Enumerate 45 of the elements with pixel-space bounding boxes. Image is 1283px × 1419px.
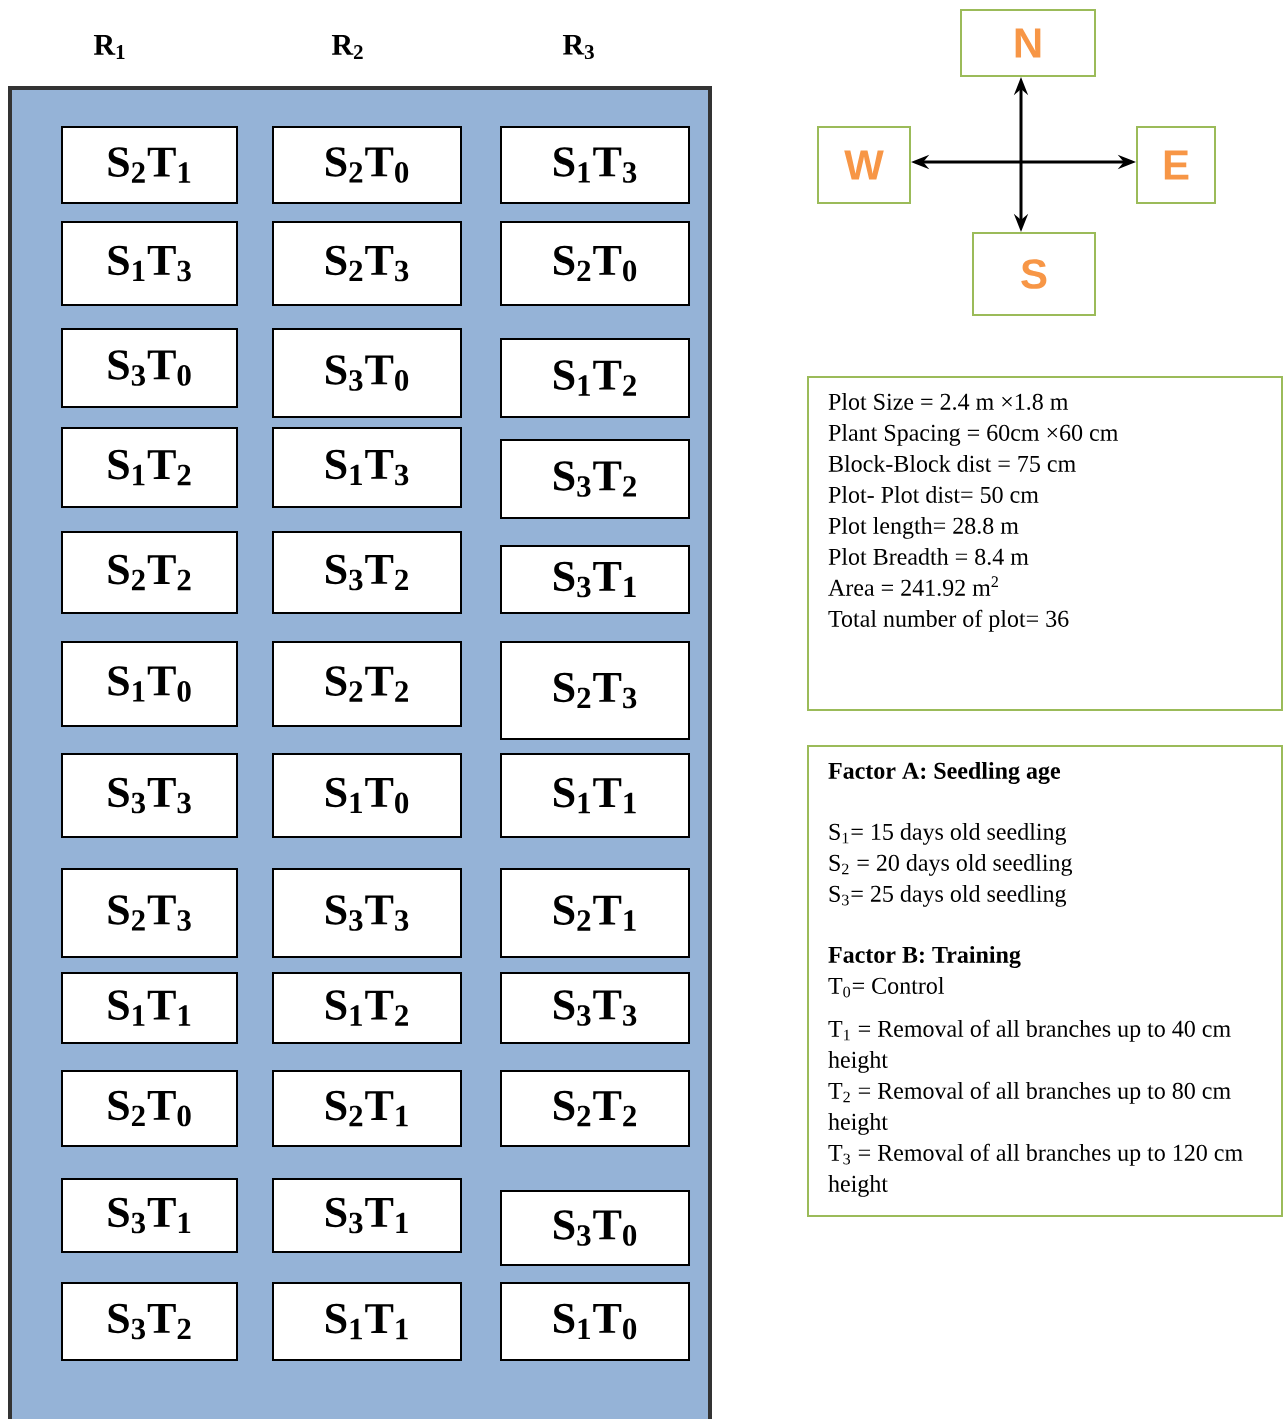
direction-box: S: [972, 232, 1096, 316]
plot-box: S$_{3}$T$_{1}$: [272, 1178, 462, 1253]
plot-box: S$_{1}$T$_{1}$: [500, 753, 690, 838]
plot-box: S$_{2}$T$_{1}$: [500, 868, 690, 958]
plot-box: S$_{2}$T$_{3}$: [272, 221, 462, 306]
direction-box: W: [817, 126, 911, 204]
plot-box: S$_{3}$T$_{2}$: [500, 439, 690, 519]
plot-box: S$_{2}$T$_{3}$: [500, 641, 690, 740]
plot-box: S$_{3}$T$_{1}$: [61, 1178, 238, 1253]
plot-box: S$_{3}$T$_{2}$: [272, 531, 462, 614]
plot-box: S$_{3}$T$_{0}$: [61, 328, 238, 408]
plot-box: S$_{2}$T$_{0}$: [272, 126, 462, 204]
plot-box: S$_{1}$T$_{1}$: [272, 1282, 462, 1361]
plot-box: S$_{1}$T$_{0}$: [272, 753, 462, 838]
plot-box: S$_{3}$T$_{3}$: [61, 753, 238, 838]
column-header: R$_{3}$: [562, 34, 594, 60]
column-header: R$_{2}$: [331, 35, 363, 59]
info-box: Plot Size = 2.4 m ×1.8 m Plant Spacing = 60cm ×60 cm Block-Block dist = 75 cm Plot- Plot dist= 50 cm Plot length= 28.8 m Plot Breadth = 8.4 m Area = 241.92 m$^{2}$ Total number of plot= 36: [807, 376, 1283, 711]
plot-box: S$_{1}$T$_{2}$: [272, 972, 462, 1044]
plot-box: S$_{3}$T$_{1}$: [500, 545, 690, 614]
direction-box: N: [960, 9, 1096, 77]
plot-box: S$_{2}$T$_{0}$: [500, 221, 690, 306]
plot-box: S$_{3}$T$_{0}$: [500, 1190, 690, 1266]
plot-box: S$_{2}$T$_{3}$: [61, 868, 238, 958]
column-header: R$_{1}$: [93, 35, 125, 59]
plot-box: S$_{3}$T$_{3}$: [272, 868, 462, 958]
plot-box: S$_{3}$T$_{3}$: [500, 972, 690, 1044]
plot-box: S$_{1}$T$_{3}$: [500, 126, 690, 204]
plot-box: S$_{2}$T$_{2}$: [61, 531, 238, 614]
plot-box: S$_{2}$T$_{2}$: [272, 641, 462, 727]
plot-box: S$_{2}$T$_{1}$: [61, 126, 238, 204]
plot-box: S$_{2}$T$_{0}$: [61, 1070, 238, 1147]
plot-box: S$_{1}$T$_{3}$: [61, 221, 238, 306]
plot-box: S$_{3}$T$_{0}$: [272, 328, 462, 418]
plot-box: S$_{1}$T$_{2}$: [500, 338, 690, 418]
plot-box: S$_{2}$T$_{1}$: [272, 1070, 462, 1147]
direction-box: E: [1136, 126, 1216, 204]
plot-box: S$_{1}$T$_{1}$: [61, 972, 238, 1044]
plot-box: S$_{1}$T$_{3}$: [272, 427, 462, 508]
plot-box: S$_{2}$T$_{2}$: [500, 1070, 690, 1147]
info-box: Factor A: Seedling age S$_{1}$= 15 days old seedling S$_{2}$ = 20 days old seedling S$_{3}$= 25 days old seedling Factor B: Training T$_{0}$= Control T$_{1}$ = Removal of all branches up to 40 cm height T$_{2}$ = Removal of all branches up to 80 cm height T$_{3}$ = Removal of all branches up to 120 cm height: [807, 745, 1283, 1217]
plot-box: S$_{3}$T$_{2}$: [61, 1282, 238, 1361]
plot-box: S$_{1}$T$_{2}$: [61, 427, 238, 508]
plot-box: S$_{1}$T$_{0}$: [61, 641, 238, 727]
plot-box: S$_{1}$T$_{0}$: [500, 1282, 690, 1361]
